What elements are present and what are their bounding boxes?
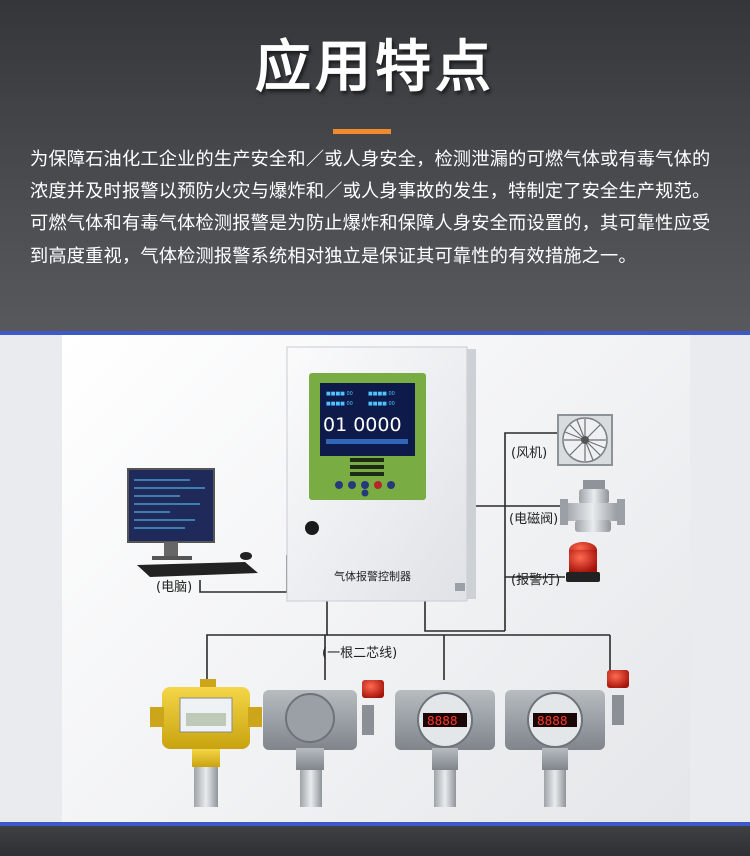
fan-label: (风机) <box>511 446 547 461</box>
svg-text:■■■■ 00: ■■■■ 00 <box>326 401 353 407</box>
description-text: 为保障石油化工企业的生产安全和／或人身安全，检测泄漏的可燃气体或有毒气体的浓度并… <box>30 149 711 267</box>
title-accent-bar <box>333 129 391 134</box>
controller-cabinet: ■■■■ 00 ■■■■ 00 ■■■■ 00 ■■■■ 00 01 0000 气体… <box>286 346 476 602</box>
controller-label: 气体报警控制器 <box>334 569 411 583</box>
diagram-svg: ■■■■ 00 ■■■■ 00 ■■■■ 00 ■■■■ 00 01 0000 气体… <box>127 346 629 807</box>
cable-label: (一根二芯线) <box>322 646 397 661</box>
detector-digital-2: 8888 <box>505 670 629 807</box>
detector-readout: 8888 <box>427 714 458 728</box>
bottom-divider <box>0 822 750 826</box>
system-diagram: ■■■■ 00 ■■■■ 00 ■■■■ 00 ■■■■ 00 01 0000 气体… <box>0 335 750 822</box>
top-divider <box>0 331 750 335</box>
detector-readout: 8888 <box>537 714 568 728</box>
valve-label: (电磁阀) <box>509 512 558 527</box>
computer: (电脑) <box>127 468 258 595</box>
page-title: 应用特点 <box>255 35 495 100</box>
header-section: 应用特点 为保障石油化工企业的生产安全和／或人身安全，检测泄漏的可燃气体或有毒气… <box>0 0 750 334</box>
svg-text:■■■■ 00: ■■■■ 00 <box>368 391 395 397</box>
alarm-lamp: (报警灯) <box>511 542 600 588</box>
solenoid-valve: (电磁阀) <box>509 480 625 532</box>
detector-digital-1: 8888 <box>395 690 495 807</box>
computer-label: (电脑) <box>156 580 192 595</box>
bottom-strip <box>0 826 750 856</box>
detector-grey <box>263 680 384 807</box>
fan: (风机) <box>511 414 613 466</box>
alarm-light-label: (报警灯) <box>511 572 560 588</box>
detector-yellow <box>150 679 262 807</box>
screen-readout: 01 0000 <box>323 414 402 436</box>
svg-text:■■■■ 00: ■■■■ 00 <box>368 401 395 407</box>
svg-text:■■■■ 00: ■■■■ 00 <box>326 391 353 397</box>
